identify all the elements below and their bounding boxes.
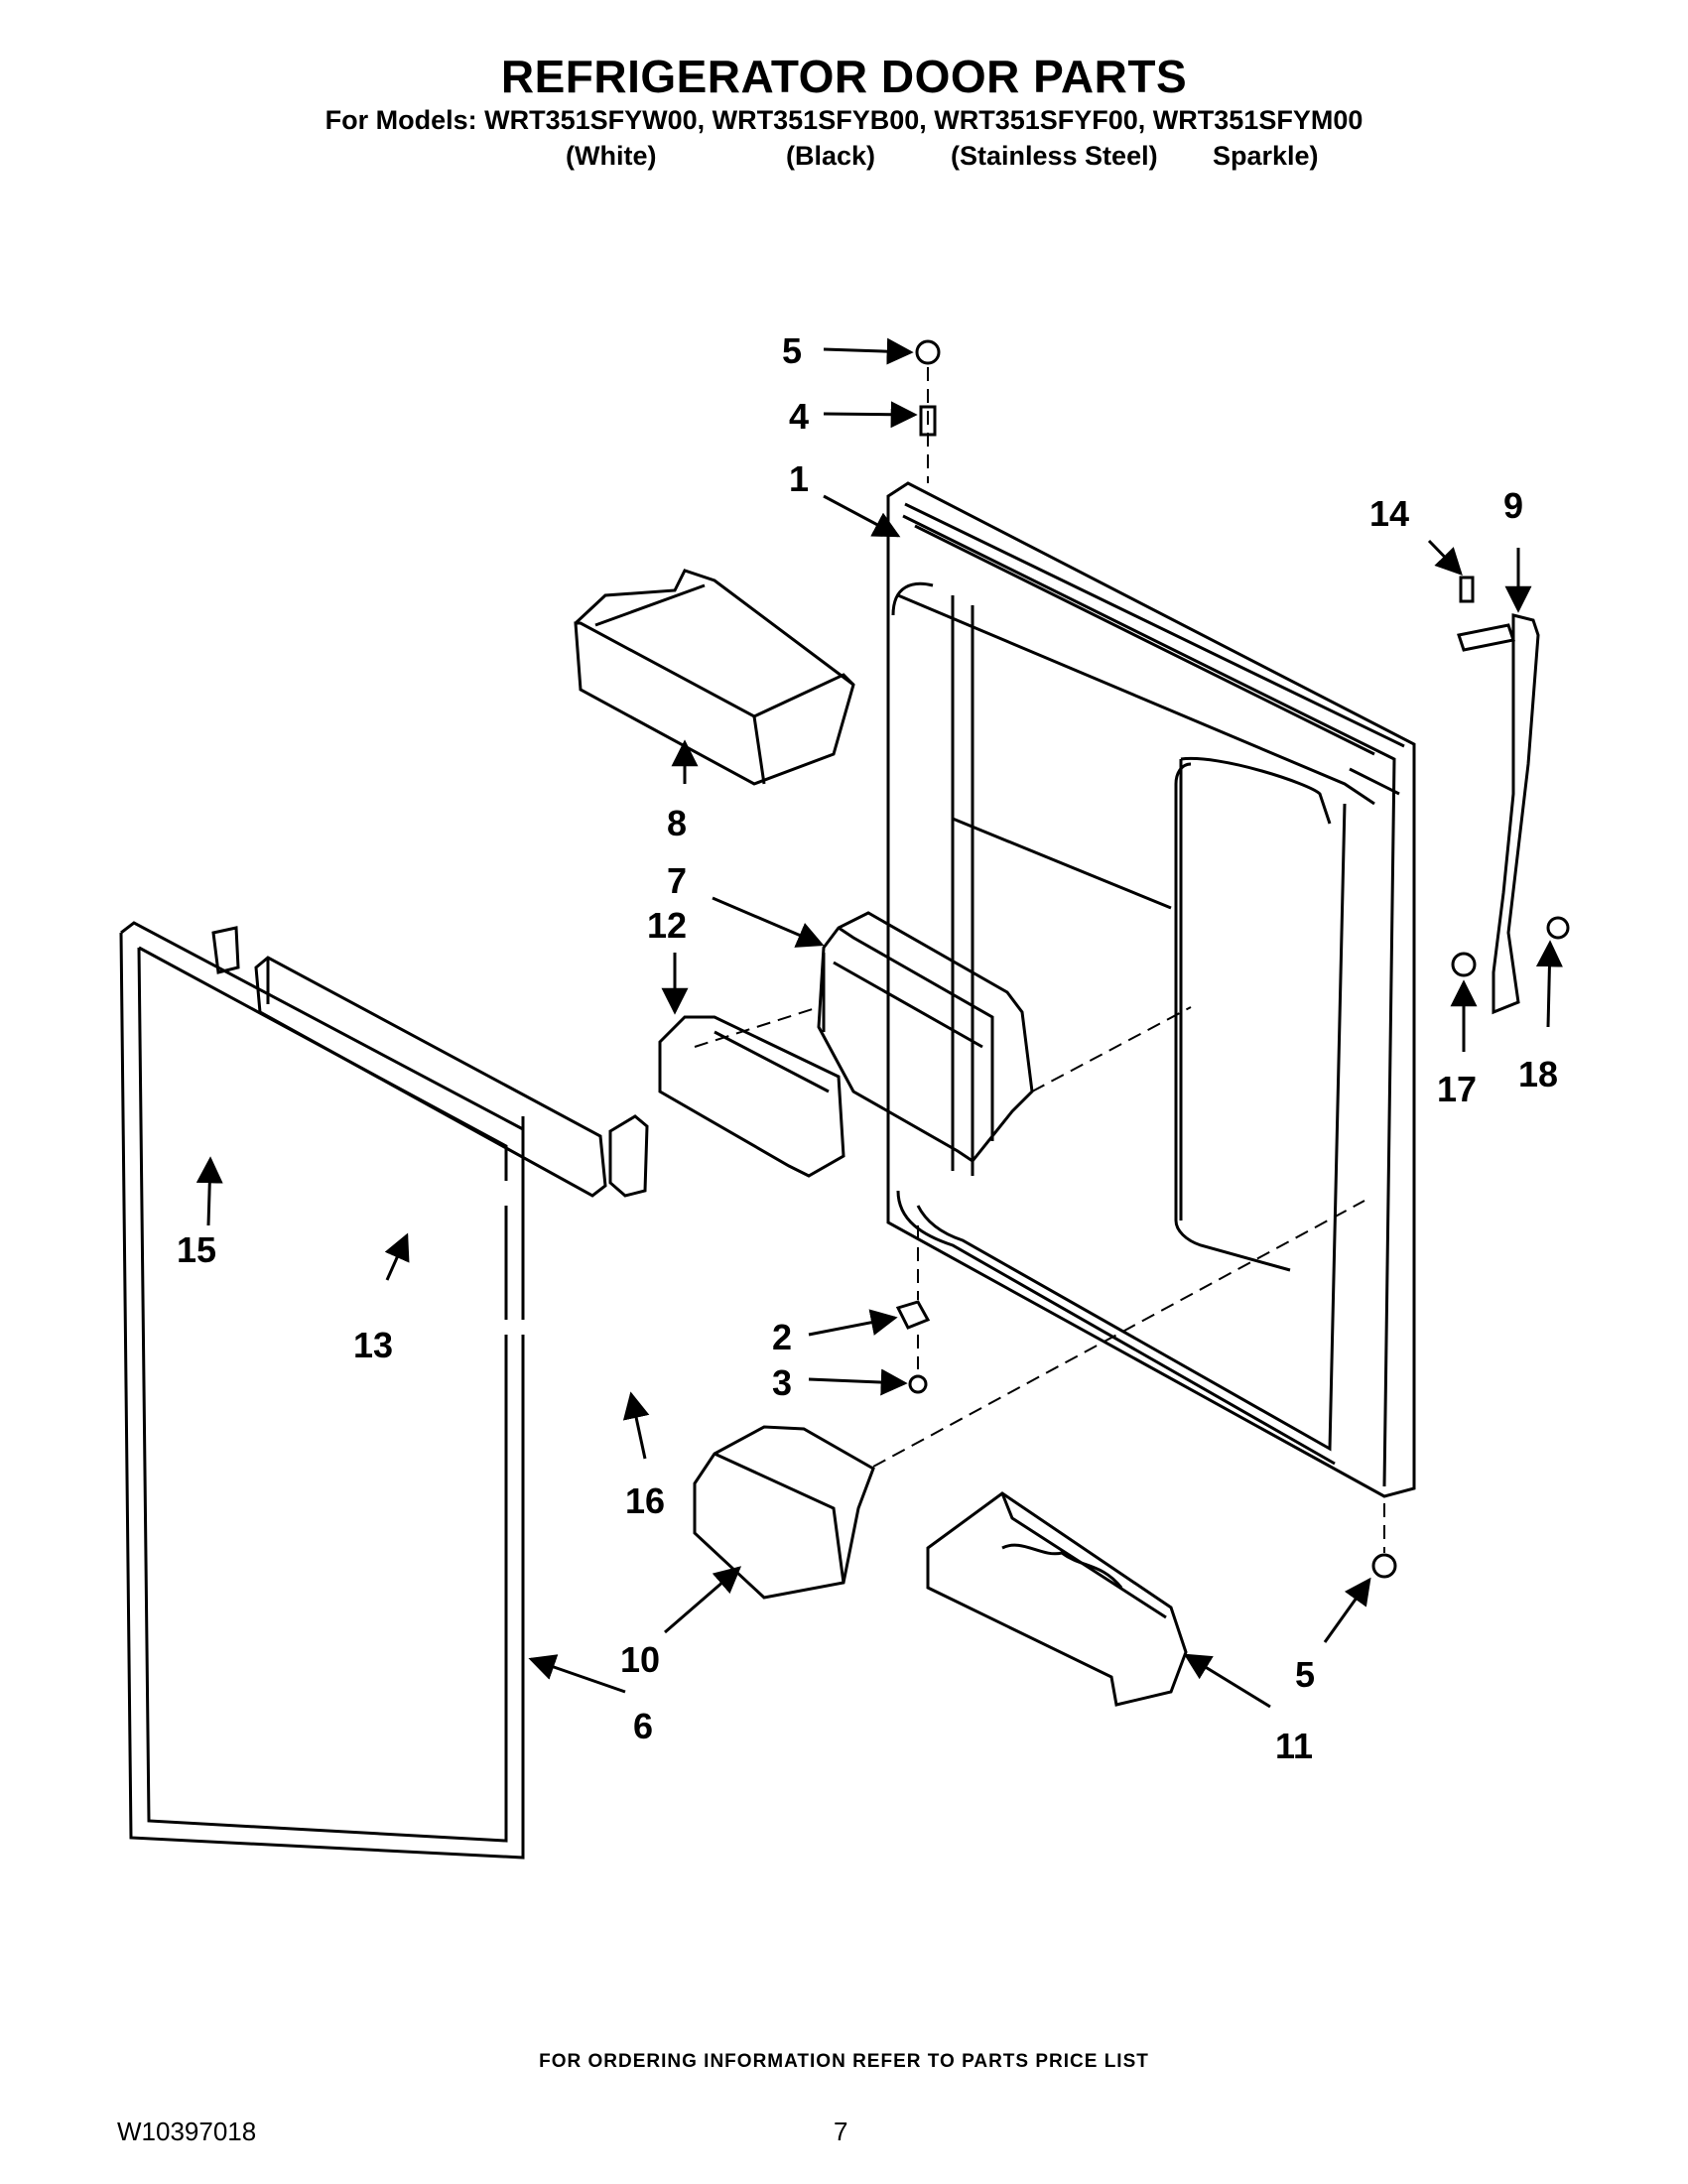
callout-16: 16 [625,1480,665,1521]
callout-15: 15 [177,1229,216,1270]
leader-arrows [195,337,1563,1709]
callout-8: 8 [667,803,687,843]
callout-6: 6 [633,1706,653,1746]
callout-7: 7 [667,860,687,901]
shelf-trim [254,956,607,1198]
callout-5-bottom: 5 [1295,1654,1315,1695]
assembly-lines [694,367,1385,1553]
callout-18: 18 [1518,1054,1558,1094]
variant-stainless: (Stainless Steel) [951,141,1158,171]
callout-9: 9 [1503,485,1523,526]
callout-3: 3 [772,1362,792,1403]
callout-17: 17 [1437,1069,1477,1109]
callout-5-top: 5 [782,330,802,371]
dairy-compartment [817,911,1034,1164]
variant-sparkle: Sparkle) [1213,141,1319,171]
page-title: REFRIGERATOR DOOR PARTS [500,51,1188,102]
trim-cap-left [211,926,240,974]
small-hardware [895,339,1570,1579]
page-number: 7 [834,2117,848,2146]
callout-11: 11 [1275,1726,1313,1766]
variant-black: (Black) [786,141,876,171]
door-handle [1492,613,1540,1015]
door-bin-gallon [693,1425,875,1600]
door-liner [886,481,1416,1498]
callout-1: 1 [789,458,809,499]
callout-4: 4 [789,396,809,437]
trim-cap-right [608,1114,649,1198]
document-number: W10397018 [117,2117,257,2146]
dairy-door [658,1015,845,1178]
door-bin-upper [574,569,855,786]
callout-10: 10 [620,1639,660,1680]
utility-bin [926,1491,1188,1707]
callout-13: 13 [353,1325,393,1365]
ordering-note: FOR ORDERING INFORMATION REFER TO PARTS … [539,2051,1149,2072]
callout-14: 14 [1369,493,1409,534]
callout-12: 12 [647,905,687,946]
variant-white: (White) [566,141,657,171]
models-line: For Models: WRT351SFYW00, WRT351SFYB00, … [325,105,1363,135]
callout-2: 2 [772,1317,792,1357]
callout-labels: 5 4 1 14 9 8 7 12 18 17 15 13 2 3 16 10 … [177,330,1558,1766]
